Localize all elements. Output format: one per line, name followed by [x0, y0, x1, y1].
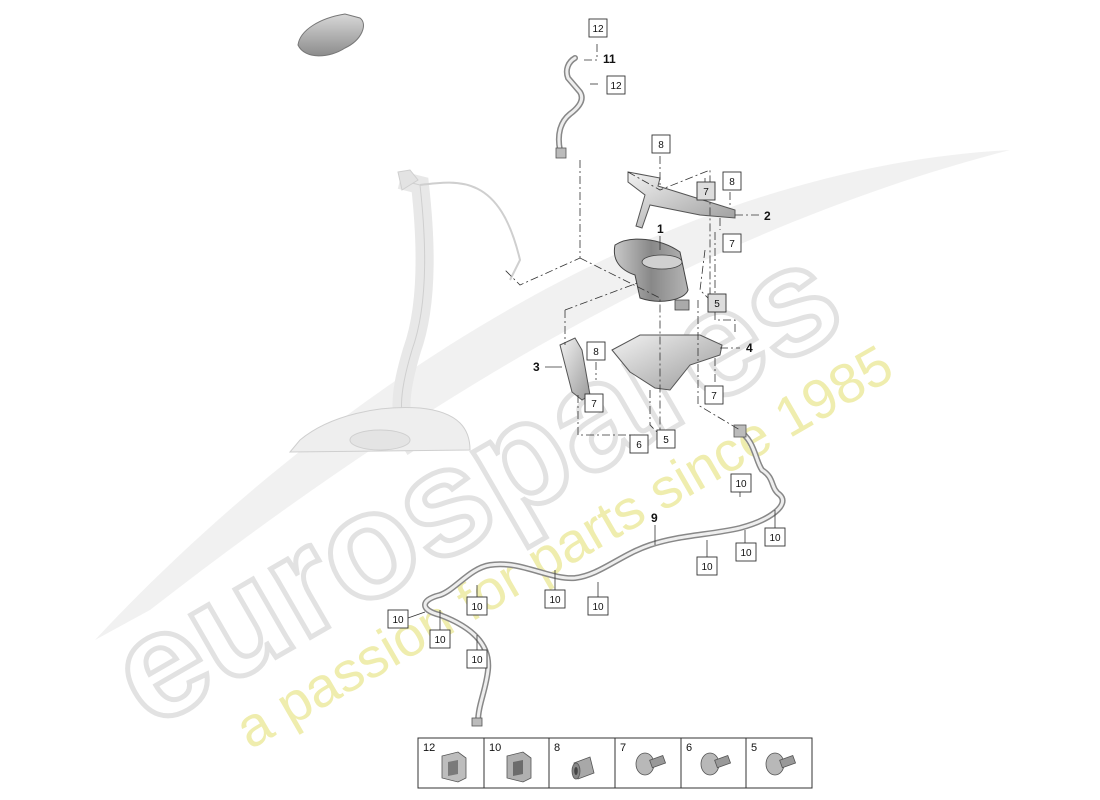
box-10a: 10: [730, 473, 752, 493]
svg-text:8: 8: [554, 742, 560, 754]
box-6: 6: [629, 434, 649, 454]
box-8a: 8: [651, 134, 671, 154]
bolt-icon: [700, 752, 732, 776]
svg-text:10: 10: [769, 533, 781, 544]
bracket-2: [627, 171, 736, 229]
svg-text:7: 7: [711, 391, 717, 402]
box-7c: 7: [584, 393, 604, 413]
svg-text:10: 10: [735, 479, 747, 490]
clip-icon: [441, 751, 467, 783]
fastener-legend: 12 10 8 7: [417, 737, 813, 789]
leader-lines: [407, 236, 776, 650]
callout-1: 1: [657, 222, 664, 236]
box-7b: 7: [722, 233, 742, 253]
ghost-filler-neck: [288, 169, 522, 455]
hose-9: [422, 424, 786, 727]
svg-text:10: 10: [701, 562, 713, 573]
svg-text:8: 8: [729, 177, 735, 188]
legend-item-10: 10: [489, 742, 532, 783]
box-7a: 7: [696, 181, 716, 201]
box-5b: 5: [656, 429, 676, 449]
callout-numbers: 1 2 3 4 9 11: [533, 52, 771, 525]
callout-3: 3: [533, 360, 540, 374]
callout-11: 11: [603, 52, 616, 66]
legend-item-12: 12: [423, 742, 467, 783]
box-10d: 10: [696, 556, 718, 576]
svg-text:7: 7: [703, 187, 709, 198]
callout-2: 2: [764, 209, 771, 223]
svg-text:12: 12: [423, 742, 435, 754]
legend-item-7: 7: [620, 742, 667, 776]
svg-text:5: 5: [751, 742, 757, 754]
boxed-callouts: 12 12 8 7 8 7 5 8 7 7 6 5 10 10 10 10 10…: [387, 18, 786, 669]
box-12a: 12: [588, 18, 608, 38]
legend-item-5: 5: [751, 742, 797, 776]
box-10j: 10: [466, 649, 488, 669]
heat-shield-4: [611, 334, 723, 391]
box-10e: 10: [544, 589, 566, 609]
legend-item-6: 6: [686, 742, 732, 776]
svg-text:6: 6: [636, 440, 642, 451]
svg-text:10: 10: [471, 655, 483, 666]
watermark: eurospares a passion for parts since 198…: [80, 150, 1010, 760]
box-8c: 8: [586, 341, 606, 361]
car-icon: [297, 13, 364, 57]
svg-text:10: 10: [392, 615, 404, 626]
svg-text:10: 10: [592, 602, 604, 613]
box-10f: 10: [587, 596, 609, 616]
svg-text:5: 5: [714, 299, 720, 310]
svg-text:10: 10: [549, 595, 561, 606]
svg-text:8: 8: [658, 140, 664, 151]
box-5a: 5: [707, 293, 727, 313]
callout-4: 4: [746, 341, 753, 355]
svg-text:8: 8: [593, 347, 599, 358]
callout-9: 9: [651, 511, 658, 525]
box-10h: 10: [387, 609, 409, 629]
box-10c: 10: [735, 542, 757, 562]
box-10g: 10: [466, 596, 488, 616]
hose-upper: [555, 55, 585, 159]
clip-icon: [506, 751, 532, 783]
svg-text:6: 6: [686, 742, 692, 754]
box-12b: 12: [606, 75, 626, 95]
canister-1: [613, 238, 690, 311]
box-7d: 7: [704, 385, 724, 405]
legend-item-8: 8: [554, 742, 595, 780]
svg-text:7: 7: [729, 239, 735, 250]
svg-text:10: 10: [740, 548, 752, 559]
box-10i: 10: [429, 629, 451, 649]
svg-text:10: 10: [434, 635, 446, 646]
svg-text:5: 5: [663, 435, 669, 446]
svg-text:12: 12: [610, 81, 622, 92]
svg-text:10: 10: [471, 602, 483, 613]
box-10b: 10: [764, 527, 786, 547]
bolt-icon: [765, 752, 797, 776]
svg-text:7: 7: [591, 399, 597, 410]
svg-text:7: 7: [620, 742, 626, 754]
bolt-icon: [635, 752, 667, 776]
svg-text:10: 10: [489, 742, 501, 754]
svg-text:12: 12: [592, 24, 604, 35]
nut-icon: [571, 756, 595, 780]
box-8b: 8: [722, 171, 742, 191]
